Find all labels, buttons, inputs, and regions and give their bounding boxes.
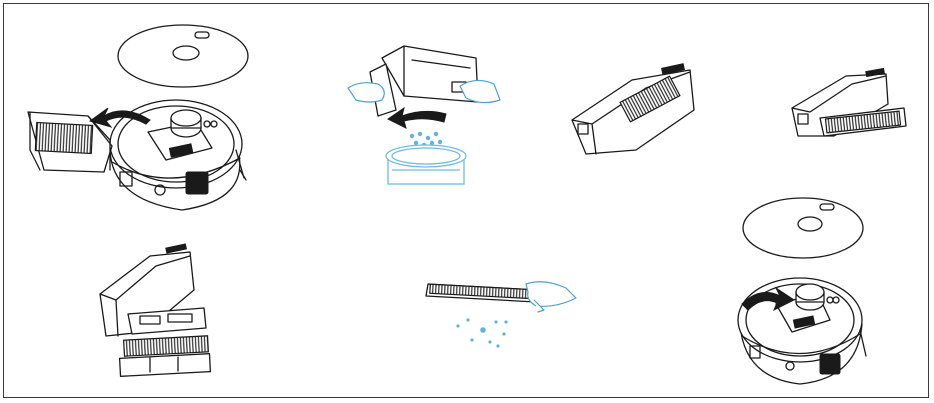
trash-bin [386, 145, 466, 184]
dust-bin-open [370, 46, 478, 116]
panel-dust-bin-closed [572, 64, 694, 154]
panel-empty-dust-bin [348, 46, 500, 184]
falling-dust [456, 318, 507, 347]
top-cover-disc-2 [743, 198, 863, 258]
cleaning-hand [526, 282, 576, 307]
panel-clean-filter [426, 282, 576, 348]
left-hand [348, 83, 384, 102]
pour-arrow [388, 108, 446, 128]
panel-remove-dust-bin [28, 25, 248, 210]
top-cover-disc [118, 25, 248, 87]
panel-open-filter-cover [792, 68, 906, 136]
panel-reinstall-dust-bin [738, 198, 866, 384]
panel-remove-filters [100, 244, 210, 376]
